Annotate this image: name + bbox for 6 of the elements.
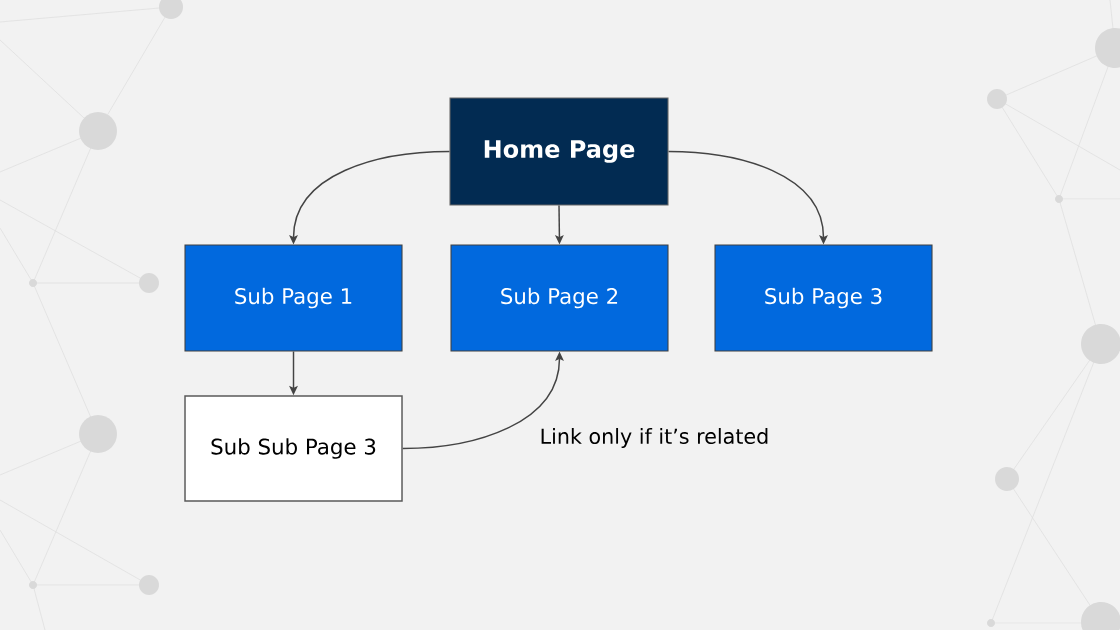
edge-label: Link only if it’s related [538, 426, 771, 450]
process-box: Sub Page 1 [184, 244, 403, 352]
process-box: Sub Page 2 [450, 244, 669, 352]
process-box: Sub Page 3 [714, 244, 933, 352]
process-box: Sub Sub Page 3 [184, 395, 403, 502]
process-box: Home Page [449, 97, 669, 206]
